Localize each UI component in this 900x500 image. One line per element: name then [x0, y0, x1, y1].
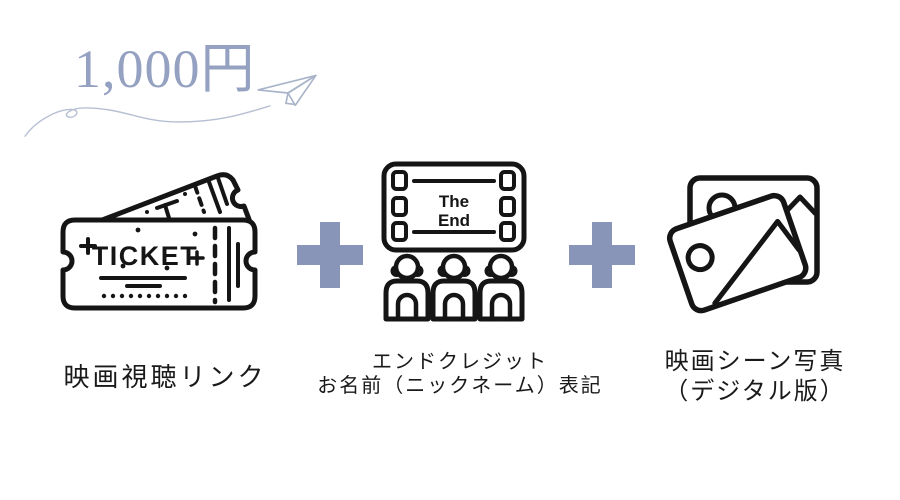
caption-line: エンドクレジット [372, 351, 548, 373]
plus-icon [297, 222, 363, 288]
paper-airplane-icon [257, 74, 317, 107]
end-credits-screen-icon: The End [381, 161, 527, 322]
ticket-text: TICKET [92, 241, 199, 271]
underline-swoosh [24, 105, 271, 137]
audience-silhouettes [383, 253, 525, 322]
movie-ticket-icon: TICKET [60, 172, 258, 311]
screen-text-line1: The [439, 192, 469, 211]
caption-line: お名前（ニックネーム）表記 [317, 375, 603, 397]
caption-movie-link: 映画視聴リンク [40, 357, 290, 394]
movie-scene-photos-icon [666, 175, 820, 314]
caption-end-credits: エンドクレジット お名前（ニックネーム）表記 [300, 350, 620, 398]
caption-scene-photo: 映画シーン写真 （デジタル版） [605, 347, 900, 407]
price-title: 1,000円 [74, 39, 256, 99]
caption-line: （デジタル版） [664, 379, 846, 405]
caption-line: 映画シーン写真 [664, 349, 846, 375]
caption-line: 映画視聴リンク [63, 363, 267, 392]
plus-icon [569, 222, 635, 288]
screen-text-line2: End [438, 211, 470, 230]
